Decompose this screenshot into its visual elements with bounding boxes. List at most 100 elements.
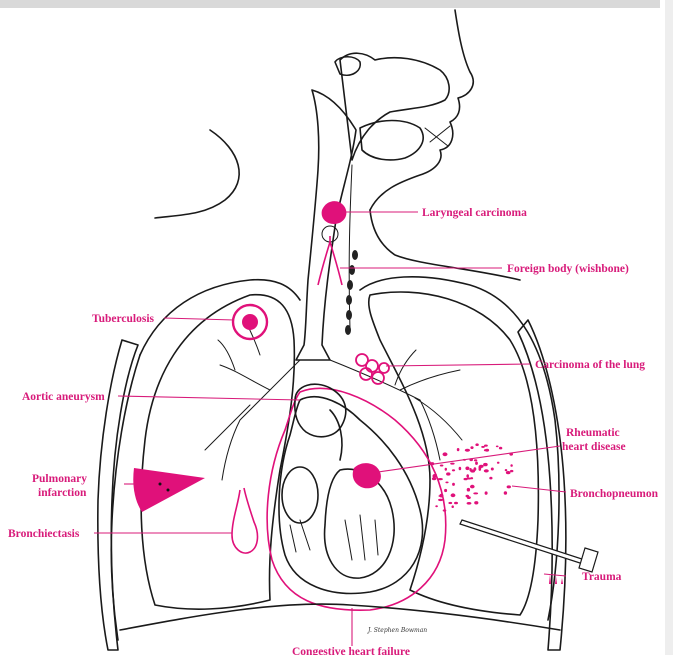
- leader-tuberculosis: [164, 318, 234, 320]
- tb-cavity-inner: [242, 314, 258, 330]
- bronchopneumonia-dot: [466, 478, 471, 480]
- trachea: [296, 90, 356, 360]
- bronchopneumonia-dot: [440, 465, 444, 467]
- bronchopneumonia-dot: [470, 469, 475, 472]
- label-tuberculosis: Tuberculosis: [92, 313, 155, 325]
- head-back-outline: [155, 130, 239, 218]
- infarction-dot: [167, 489, 170, 492]
- diaphragm: [120, 604, 560, 630]
- vertebra: [346, 295, 352, 305]
- vertebra: [349, 265, 355, 275]
- bronchopneumonia-dot: [466, 474, 469, 478]
- adenoid-blob: [335, 57, 360, 76]
- bronchopneumonia-dot: [484, 445, 488, 447]
- bronchopneumonia-dot: [452, 505, 454, 508]
- bronchopneumonia-dot: [496, 446, 499, 448]
- label-pulmonary-line2: infarction: [38, 487, 87, 499]
- vertebra: [347, 280, 353, 290]
- bronchopneumonia-dot: [439, 494, 443, 498]
- bronchopneumonia-dot: [489, 477, 492, 480]
- label-trauma: Trauma: [582, 571, 622, 583]
- bronchopneumonia-dot: [470, 446, 473, 449]
- lung-right: [369, 292, 539, 615]
- tumor-nodule: [360, 368, 372, 380]
- label-rheumatic-line1: Rheumatic: [566, 427, 620, 439]
- label-aortic-aneurysm: Aortic aneurysm: [22, 391, 105, 403]
- vertebra: [346, 310, 352, 320]
- label-carcinoma-lung: Carcinoma of the lung: [535, 359, 645, 371]
- vertebrae-chain: [345, 250, 358, 335]
- lung-left: [141, 295, 294, 609]
- label-congestive-heart-failure: Congestive heart failure: [292, 646, 410, 655]
- label-rheumatic-line2: heart disease: [562, 441, 626, 453]
- bronchopneumonia-dot: [467, 496, 471, 499]
- bronchopneumonia-dot: [438, 478, 443, 480]
- label-pulmonary-line1: Pulmonary: [32, 473, 87, 485]
- esophagus: [349, 165, 352, 330]
- trauma-object: [460, 520, 598, 584]
- bronchopneumonia-dot: [465, 467, 469, 471]
- bronchopneumonia-dot: [445, 468, 447, 471]
- bronchopneumonia-dot: [504, 491, 507, 495]
- bronchopneumonia-dot: [467, 488, 470, 492]
- bronchopneumonia-dot: [444, 489, 447, 492]
- rheumatic-heart-lesion: [353, 463, 381, 488]
- bronchopneumonia-dot: [484, 449, 488, 451]
- bronchiectasis-lesion: [232, 488, 257, 553]
- bronchopneumonia-dot: [454, 502, 458, 505]
- leader-carcinoma: [386, 364, 530, 366]
- bronchopneumonia-dot: [457, 448, 460, 451]
- artist-signature: J. Stephen Bowman: [366, 627, 427, 634]
- leader-lines: [94, 212, 566, 646]
- bronchopneumonia-dot: [510, 470, 513, 472]
- bronchopneumonia-dot: [485, 491, 488, 494]
- bronchopneumonia-dot: [479, 467, 482, 471]
- mouth-mark: [425, 126, 450, 146]
- neck-right-outline: [370, 210, 520, 280]
- trauma-handle: [579, 548, 598, 572]
- bronchopneumonia-dot: [506, 471, 511, 474]
- bronchopneumonia-dot: [473, 492, 478, 494]
- bronchopneumonia-dot: [438, 499, 443, 501]
- bronchopneumonia-dot: [443, 509, 447, 511]
- papillary-muscles: [290, 515, 378, 560]
- bronchopneumonia-dot: [445, 482, 448, 484]
- leader-aortic: [118, 396, 300, 400]
- tumor-nodule: [366, 360, 378, 372]
- bronchopneumonia-dot: [470, 485, 475, 489]
- label-laryngeal-carcinoma: Laryngeal carcinoma: [422, 207, 527, 219]
- rib-band-left: [98, 340, 138, 650]
- bronchopneumonia-dot: [450, 463, 454, 465]
- bronchopneumonia-dot: [446, 472, 450, 475]
- bronchopneumonia-dot: [474, 459, 477, 461]
- bronchopneumonia-dot: [475, 462, 478, 465]
- bronchopneumonia-dot: [467, 502, 472, 505]
- face-profile: [370, 10, 473, 210]
- bronchopneumonia-dot: [497, 462, 500, 464]
- bronchopneumonia-dot: [499, 447, 502, 450]
- aortic-aneurysm-lesion: [295, 384, 346, 437]
- bronchopneumonia-dot: [474, 501, 478, 504]
- lung-carcinoma-lesion: [356, 354, 389, 384]
- tongue: [360, 121, 423, 160]
- bronchopneumonia-dot: [435, 505, 438, 507]
- nasal-cavity: [340, 53, 449, 160]
- vertebra: [352, 250, 358, 260]
- bronchopneumonia-dot: [465, 449, 470, 452]
- tuberculosis-lesion: [233, 305, 267, 339]
- label-bronchiectasis: Bronchiectasis: [8, 528, 80, 540]
- bronchopneumonia-dot: [448, 502, 452, 504]
- bronchopneumonia-dot: [433, 474, 437, 478]
- tumor-nodule: [379, 363, 389, 373]
- bronchopneumonia-dot: [451, 493, 456, 497]
- infarction-dot: [159, 483, 162, 486]
- bronchopneumonia-dot: [452, 483, 455, 486]
- bronchopneumonia-dot: [481, 446, 485, 448]
- bronchopneumonia-dot: [475, 443, 478, 446]
- bronchopneumonia-lesion: [430, 443, 514, 511]
- vertebra: [345, 325, 351, 335]
- bronchi-right: [330, 350, 462, 460]
- bronchopneumonia-dot: [459, 467, 462, 471]
- bronchopneumonia-dot: [510, 464, 512, 467]
